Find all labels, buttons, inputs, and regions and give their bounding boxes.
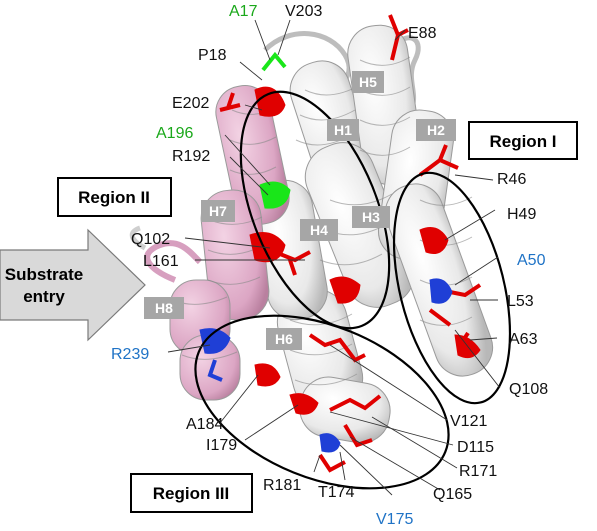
svg-text:H4: H4: [310, 222, 328, 238]
region-3-box: Region III: [130, 473, 253, 513]
blue-mutation-sites: [199, 278, 453, 453]
leader-lines: [167, 19, 501, 496]
svg-text:H1: H1: [334, 122, 352, 138]
region-2-outline: [239, 90, 391, 330]
residue-q165: Q165: [433, 486, 472, 503]
region-1-label: Region I: [489, 132, 556, 151]
svg-text:H6: H6: [275, 331, 293, 347]
residue-t174: T174: [318, 484, 355, 501]
helix-label-h3: H3: [352, 206, 390, 228]
residue-a184: A184: [186, 416, 223, 433]
residue-l53: L53: [507, 293, 534, 310]
residue-e88: E88: [408, 25, 437, 42]
substrate-entry-line1: Substrate: [5, 265, 83, 284]
helix-label-h7: H7: [201, 200, 235, 222]
mutation-sites: [219, 14, 482, 473]
substrate-entry-line2: entry: [23, 287, 65, 306]
residue-q108: Q108: [509, 381, 548, 398]
residue-a63: A63: [509, 331, 538, 348]
helix-label-h6: H6: [266, 328, 302, 350]
svg-text:H8: H8: [155, 300, 173, 316]
residue-a50: A50: [517, 252, 546, 269]
residue-l161: L161: [143, 253, 179, 270]
residue-v203: V203: [285, 3, 322, 20]
residue-e202: E202: [172, 95, 209, 112]
helix-label-h1: H1: [327, 119, 359, 141]
residue-h49: H49: [507, 206, 536, 223]
residue-r181: R181: [263, 477, 301, 494]
region-2-box: Region II: [57, 177, 172, 217]
residue-a17: A17: [229, 3, 258, 20]
residue-v121: V121: [450, 413, 487, 430]
helix-label-h2: H2: [416, 119, 456, 141]
residue-p18: P18: [198, 47, 227, 64]
svg-text:H7: H7: [209, 203, 227, 219]
svg-text:H5: H5: [359, 74, 377, 90]
substrate-entry-arrow: Substrate entry: [0, 228, 146, 342]
residue-i179: I179: [206, 437, 237, 454]
residue-a196: A196: [156, 125, 193, 142]
helix-label-h4: H4: [300, 219, 338, 241]
residue-r46: R46: [497, 171, 526, 188]
residue-r192: R192: [172, 148, 210, 165]
svg-text:H3: H3: [362, 209, 380, 225]
helix-label-h5: H5: [352, 71, 384, 93]
region-2-label: Region II: [78, 188, 150, 207]
helix-label-h8: H8: [144, 297, 184, 319]
region-1-outline: [392, 171, 512, 405]
green-mutation-sites: [259, 51, 291, 209]
residue-labels: A17 V203 E88 P18 E202 A196 R192 R46 H49 …: [111, 3, 548, 528]
residue-r239: R239: [111, 346, 149, 363]
residue-q102: Q102: [131, 231, 170, 248]
region-3-label: Region III: [153, 484, 230, 503]
region-3-outline: [194, 314, 450, 490]
svg-text:H2: H2: [427, 122, 445, 138]
residue-d115: D115: [457, 439, 494, 456]
helix-labels: H5 H1 H2 H7 H3 H4 H8 H6: [144, 71, 456, 350]
residue-v175: V175: [376, 511, 413, 528]
region-1-box: Region I: [468, 121, 578, 160]
residue-r171: R171: [459, 463, 497, 480]
